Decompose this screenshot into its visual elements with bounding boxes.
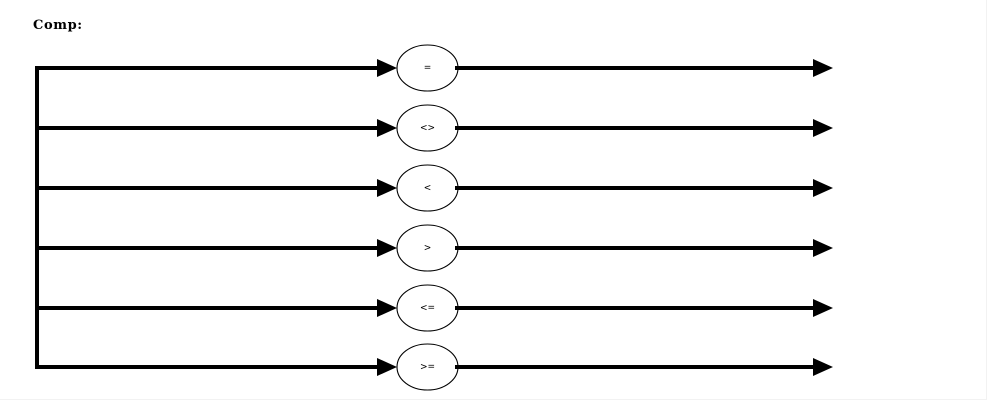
- branch-in-arrowhead-greater-than-or-equal: [377, 358, 397, 376]
- node-label-not-equals: <>: [420, 124, 435, 134]
- branch-row-greater-than-or-equal: >=: [35, 343, 833, 391]
- branch-in-arrowhead-not-equals: [377, 119, 397, 137]
- branch-in-arrowhead-less-than: [377, 179, 397, 197]
- branch-out-arrowhead-not-equals: [813, 119, 833, 137]
- branch-out-arrowhead-equals: [813, 59, 833, 77]
- branch-in-arrowhead-equals: [377, 59, 397, 77]
- branch-row-greater-than: >: [35, 224, 833, 272]
- node-label-greater-than-or-equal: >=: [420, 363, 435, 373]
- branch-out-arrowhead-less-than: [813, 179, 833, 197]
- branch-row-less-than-or-equal: <=: [35, 284, 833, 332]
- page-title: Comp:: [33, 18, 83, 33]
- branch-out-arrowhead-less-than-or-equal: [813, 299, 833, 317]
- branch-out-arrowhead-greater-than-or-equal: [813, 358, 833, 376]
- branch-row-not-equals: <>: [35, 104, 833, 152]
- node-label-less-than-or-equal: <=: [420, 304, 435, 314]
- node-label-less-than: <: [424, 184, 432, 194]
- node-label-greater-than: >: [424, 244, 432, 254]
- branch-in-arrowhead-greater-than: [377, 239, 397, 257]
- node-label-equals: =: [424, 64, 432, 74]
- branch-in-arrowhead-less-than-or-equal: [377, 299, 397, 317]
- branch-row-equals: =: [35, 44, 833, 92]
- branch-out-arrowhead-greater-than: [813, 239, 833, 257]
- branch-row-less-than: <: [35, 164, 833, 212]
